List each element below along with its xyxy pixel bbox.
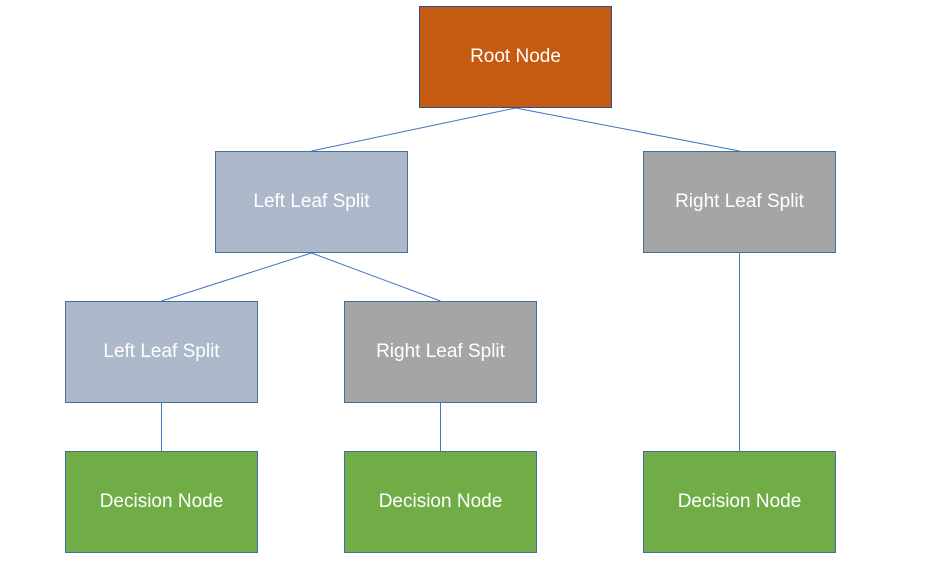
- connector-root-to-left_split_1: [311, 107, 516, 152]
- decision-node: Decision Node: [65, 451, 258, 553]
- decision-node: Decision Node: [643, 451, 836, 553]
- left-leaf-split-node: Left Leaf Split: [65, 301, 258, 403]
- left-leaf-split-node: Left Leaf Split: [215, 151, 408, 253]
- connector-root-to-right_split_1: [515, 107, 740, 152]
- right-leaf-split-node: Right Leaf Split: [643, 151, 836, 253]
- decision-node: Decision Node: [344, 451, 537, 553]
- connector-left_split_1-to-left_split_2: [161, 252, 312, 302]
- right-leaf-split-node: Right Leaf Split: [344, 301, 537, 403]
- root-node: Root Node: [419, 6, 612, 108]
- connector-left_split_1-to-right_split_2: [311, 252, 441, 302]
